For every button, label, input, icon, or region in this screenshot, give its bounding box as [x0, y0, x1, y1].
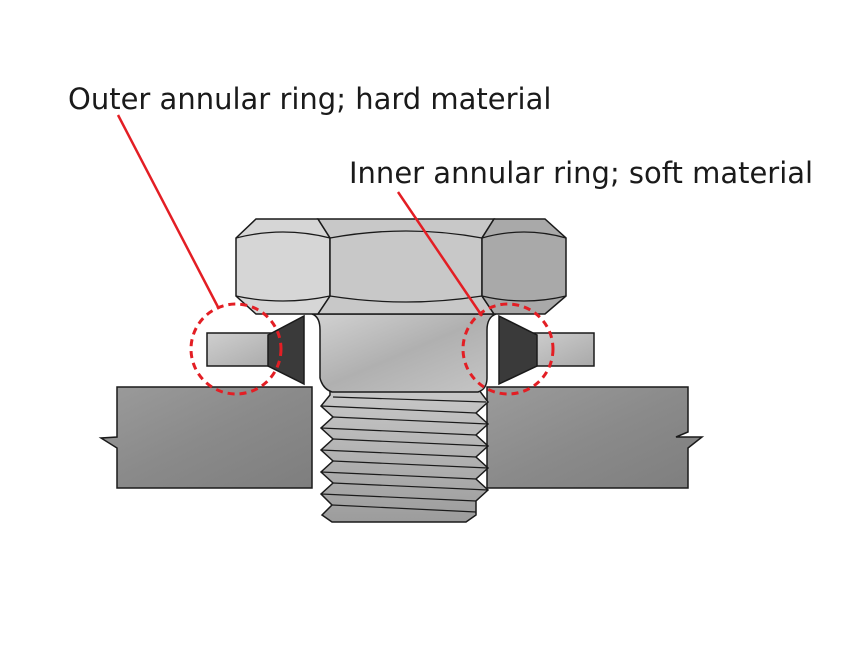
- outer-ring-label: Outer annular ring; hard material: [68, 82, 551, 116]
- inner-ring-label: Inner annular ring; soft material: [349, 156, 813, 190]
- thread-line: [332, 416, 489, 425]
- bolt-head: [235, 218, 567, 315]
- thread-line: [331, 504, 477, 513]
- thread-line: [332, 482, 489, 491]
- bolt-head-left-face: [235, 218, 331, 315]
- base-plate: [98, 386, 705, 489]
- bolt-thread: [319, 389, 490, 523]
- outer-ring-leader-line: [116, 114, 221, 310]
- thread-line: [332, 438, 489, 447]
- base-plate-left: [98, 386, 313, 489]
- thread-line: [320, 449, 477, 458]
- washer-inner-cone-right: [498, 314, 538, 386]
- inner-ring-highlight-circle: [461, 302, 555, 396]
- thread-line: [332, 460, 489, 469]
- bolt-head-chamfer: [235, 230, 567, 239]
- washer-outer-ring-left: [206, 332, 280, 367]
- bolt-head-chamfer: [235, 295, 567, 303]
- thread-line: [332, 396, 487, 403]
- base-plate-right: [486, 386, 705, 489]
- bolt-head-right-face: [481, 218, 567, 315]
- thread-line: [320, 405, 477, 414]
- bolt-head-center-face: [316, 218, 496, 315]
- thread-line: [320, 471, 477, 480]
- outer-ring-highlight-circle: [189, 302, 283, 396]
- thread-line: [320, 427, 477, 436]
- thread-profile: [319, 389, 490, 523]
- bolt-shank: [311, 313, 497, 393]
- thread-line: [320, 493, 477, 502]
- inner-ring-leader-line: [396, 191, 484, 317]
